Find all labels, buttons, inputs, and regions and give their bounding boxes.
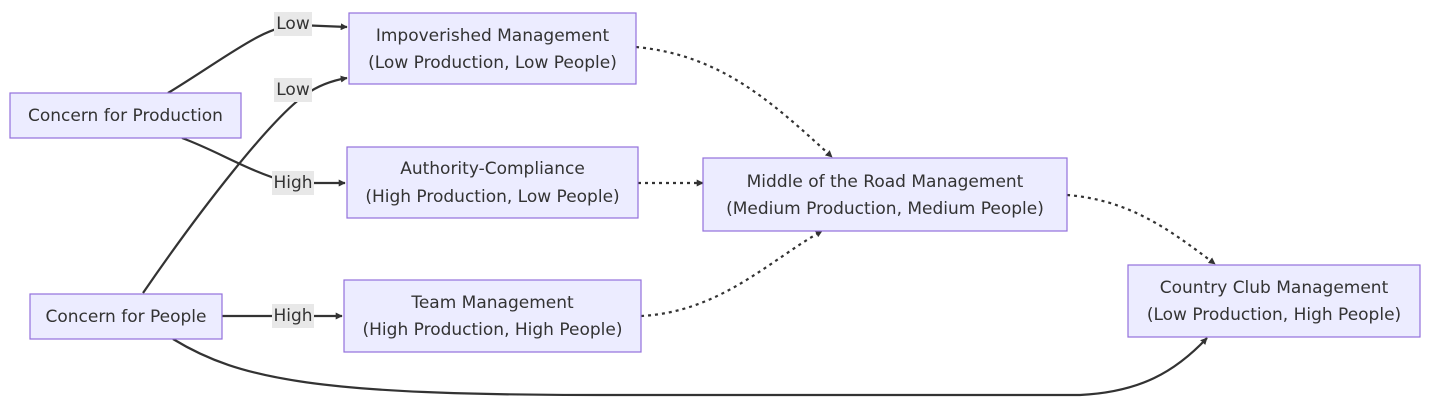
node-label-line2: (Low Production, Low People) (368, 53, 617, 73)
edge-label-text: High (273, 306, 312, 326)
edge-label-text: High (273, 173, 312, 193)
edge-label-production-high: High (272, 171, 314, 195)
edges (142, 23, 1216, 397)
node-label-line1: Middle of the Road Management (747, 172, 1024, 192)
edge-label-people-high: High (272, 304, 314, 328)
edge-people-to-impoverished (142, 75, 348, 294)
edge-people-to-country (172, 337, 1208, 397)
node-impoverished-management: Impoverished Management (Low Production,… (348, 12, 637, 85)
node-team-management: Team Management (High Production, High P… (343, 279, 642, 353)
node-label-line2: (High Production, Low People) (365, 187, 619, 207)
edge-team-to-middle (640, 230, 823, 318)
node-concern-for-production: Concern for Production (9, 92, 242, 139)
edge-production-to-impoverished (167, 23, 348, 94)
node-label-line1: Impoverished Management (376, 26, 610, 46)
node-concern-for-people: Concern for People (29, 293, 223, 340)
node-label-line1: Team Management (410, 293, 574, 313)
edge-middle-to-country (1066, 193, 1216, 265)
node-label: Concern for People (46, 307, 207, 327)
node-authority-compliance: Authority-Compliance (High Production, L… (346, 146, 639, 219)
edge-label-people-low: Low (274, 78, 312, 102)
edge-production-to-authority (181, 136, 346, 187)
edge-label-text: Low (276, 14, 310, 34)
node-middle-of-the-road: Middle of the Road Management (Medium Pr… (702, 157, 1068, 232)
node-label: Concern for Production (28, 106, 223, 126)
node-label-line2: (Medium Production, Medium People) (726, 199, 1044, 219)
node-label-line1: Authority-Compliance (400, 159, 585, 179)
edge-label-text: Low (276, 80, 310, 100)
node-label-line2: (Low Production, High People) (1147, 305, 1401, 325)
edge-impoverished-to-middle (635, 45, 833, 158)
node-label-line2: (High Production, High People) (363, 320, 623, 340)
node-country-club-management: Country Club Management (Low Production,… (1127, 264, 1421, 338)
node-label-line1: Country Club Management (1160, 278, 1389, 298)
edge-label-production-low: Low (274, 12, 312, 36)
